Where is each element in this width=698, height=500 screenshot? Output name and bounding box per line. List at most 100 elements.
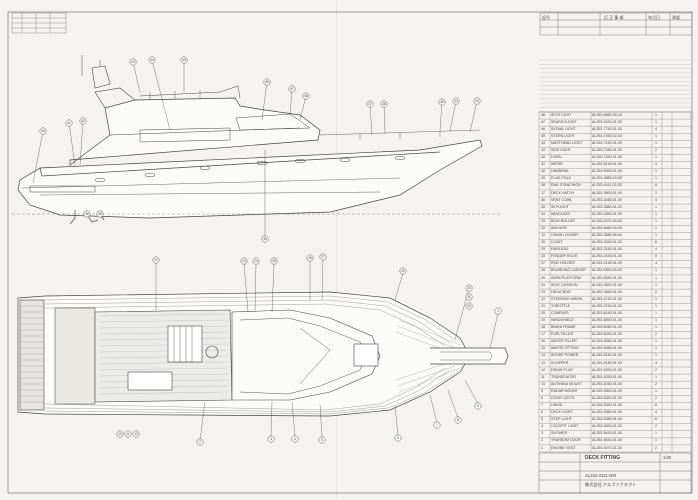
plan-callout-label: 30 bbox=[467, 286, 471, 290]
parts-no: 9 bbox=[541, 388, 543, 393]
parts-number: AL253-5230-01-00 bbox=[592, 374, 622, 379]
parts-no: 4 bbox=[541, 424, 543, 429]
parts-name: VENT COWL bbox=[551, 197, 573, 202]
plan-callout-label: 3 bbox=[270, 437, 272, 441]
plan-callout bbox=[474, 402, 482, 410]
plan-callout bbox=[394, 434, 402, 442]
plan-callout bbox=[306, 254, 314, 262]
plan-view bbox=[17, 258, 509, 441]
parts-qty: 1 bbox=[655, 225, 657, 230]
parts-no: 2 bbox=[541, 438, 543, 443]
parts-no: 43 bbox=[541, 148, 545, 153]
parts-number: AL253-5360-01-00 bbox=[592, 410, 622, 415]
parts-name: SHORE POWER bbox=[551, 353, 579, 358]
parts-no: 5 bbox=[541, 417, 543, 422]
parts-qty: 1 bbox=[655, 169, 657, 174]
plan-callout-label: 31 bbox=[467, 295, 471, 299]
profile-callout bbox=[79, 117, 87, 125]
profile-callout bbox=[129, 58, 137, 66]
plan-callout bbox=[270, 257, 278, 265]
parts-name: ANCHOR bbox=[551, 225, 567, 230]
parts-no: 16 bbox=[541, 339, 545, 344]
parts-qty: 6 bbox=[655, 403, 657, 408]
parts-number: AL253-4730-01-00 bbox=[592, 303, 622, 308]
parts-no: 17 bbox=[541, 332, 545, 337]
parts-qty: 1 bbox=[655, 155, 657, 160]
drawing-title: DECK FITTING bbox=[585, 455, 620, 461]
parts-qty: 2 bbox=[655, 445, 657, 450]
parts-qty: 1 bbox=[655, 339, 657, 344]
parts-number: AL253-5460-00-00 bbox=[592, 225, 622, 230]
parts-no: 33 bbox=[541, 218, 545, 223]
drawing-scale: 1/40 bbox=[663, 455, 672, 460]
parts-no: 39 bbox=[541, 176, 545, 181]
parts-qty: 3 bbox=[655, 162, 657, 167]
parts-no: 10 bbox=[541, 381, 545, 386]
parts-number: AL253-3580-00-00 bbox=[592, 233, 622, 238]
plan-callout-label: 24 bbox=[254, 259, 258, 263]
plan-callout bbox=[494, 307, 502, 315]
parts-qty: 2 bbox=[655, 190, 657, 195]
parts-no: 20 bbox=[541, 310, 545, 315]
profile-callout bbox=[452, 97, 460, 105]
parts-name: SWIM PLATFORM bbox=[551, 275, 582, 280]
plan-callout-label: 2 bbox=[199, 440, 201, 444]
profile-callout-label: 38 bbox=[382, 102, 386, 106]
sheet-fold bbox=[336, 0, 338, 500]
parts-name: SCUPPER bbox=[551, 360, 569, 365]
company-name: 株式会社 アルファクラフト bbox=[585, 482, 637, 487]
parts-name: BOARDING LADDER bbox=[551, 268, 586, 273]
parts-no: 14 bbox=[541, 353, 545, 358]
parts-qty: 1 bbox=[655, 318, 657, 323]
parts-no: 15 bbox=[541, 346, 545, 351]
parts-number: AL253-5540-01-00 bbox=[592, 275, 622, 280]
plan-callout bbox=[291, 435, 299, 443]
parts-no: 12 bbox=[541, 367, 545, 372]
parts-name: WINDSHIELD bbox=[551, 318, 574, 323]
parts-number: AL253-2470-00-00 bbox=[592, 218, 622, 223]
parts-number: AL253-4520-00-00 bbox=[592, 268, 622, 273]
plan-callout-label: 32 bbox=[467, 304, 471, 308]
profile-callout-label: 35 bbox=[263, 237, 267, 241]
rev-col-date: 年月日 bbox=[648, 15, 660, 20]
parts-qty: 1 bbox=[655, 218, 657, 223]
parts-name: TRANSOM DOOR bbox=[551, 438, 581, 443]
parts-qty: 2 bbox=[655, 332, 657, 337]
parts-name: WIPER bbox=[551, 162, 563, 167]
parts-number: AL253-7440-01-00 bbox=[592, 155, 622, 160]
plan-callout-label: 22 bbox=[154, 258, 158, 262]
parts-name: THROTTLE bbox=[551, 303, 570, 308]
parts-no: 45 bbox=[541, 133, 545, 138]
profile-callout-label: 44 bbox=[150, 58, 154, 62]
parts-number: AL253-5320-01-00 bbox=[592, 395, 622, 400]
profile-callout bbox=[83, 210, 91, 218]
parts-no: 18 bbox=[541, 325, 545, 330]
parts-no: 6 bbox=[541, 410, 543, 415]
parts-number: AL253-3460-01-00 bbox=[592, 197, 622, 202]
plan-callout bbox=[465, 284, 473, 292]
parts-qty: 6 bbox=[655, 240, 657, 245]
plan-callout-label: 5 bbox=[321, 438, 323, 442]
parts-qty: 1 bbox=[655, 112, 657, 117]
profile-callout bbox=[180, 56, 188, 64]
stamp-box bbox=[11, 12, 67, 34]
parts-qty: 1 bbox=[655, 176, 657, 181]
parts-no: 19 bbox=[541, 318, 545, 323]
parts-qty: 1 bbox=[655, 353, 657, 358]
profile-callout-label: 28 bbox=[98, 212, 102, 216]
plan-callout bbox=[465, 302, 473, 310]
plan-callout-label: 12 bbox=[134, 432, 138, 436]
plan-callout bbox=[132, 430, 140, 438]
profile-callout bbox=[261, 235, 269, 243]
parts-no: 27 bbox=[541, 261, 545, 266]
parts-name: CHAIN LOCKER bbox=[551, 233, 578, 238]
parts-no: 3 bbox=[541, 431, 543, 436]
profile-callout bbox=[302, 92, 310, 100]
profile-callout bbox=[366, 100, 374, 108]
profile-callout-label: 42 bbox=[81, 119, 85, 123]
profile-callout-label: 34 bbox=[475, 99, 479, 103]
parts-name: STEP LIGHT bbox=[551, 417, 572, 422]
parts-number: AL253-5180-01-00 bbox=[592, 360, 622, 365]
parts-no: 7 bbox=[541, 403, 543, 408]
